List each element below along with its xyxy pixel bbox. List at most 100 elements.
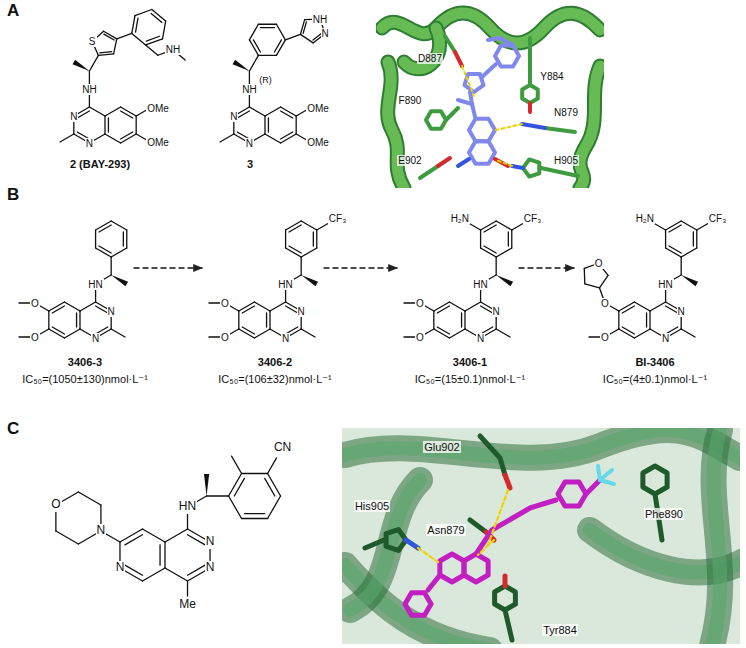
bond-line xyxy=(249,107,265,116)
bond-line xyxy=(619,329,635,338)
atom-label: N xyxy=(229,111,238,122)
bond-line xyxy=(622,327,634,334)
bond-line xyxy=(78,492,101,505)
bond-line xyxy=(508,232,509,246)
bond-line xyxy=(260,27,274,28)
bond-line xyxy=(249,55,258,71)
bond-line xyxy=(254,329,270,338)
bond-line xyxy=(289,246,301,253)
atom-label: HN xyxy=(178,500,197,513)
atom-label: O xyxy=(415,298,425,309)
residue-stick xyxy=(480,436,505,475)
bond-line xyxy=(56,531,79,544)
bond-line xyxy=(669,225,681,232)
panel-letter: B xyxy=(6,186,20,205)
bond-line xyxy=(316,230,317,248)
protein-view-c xyxy=(342,428,740,644)
ic50-value: IC₅₀=(106±32)nmol·L⁻¹ xyxy=(217,373,332,385)
bond-line xyxy=(584,268,586,283)
ligand-stick xyxy=(482,64,496,77)
wedge-bond xyxy=(73,60,90,71)
residue-stick xyxy=(522,85,538,103)
atom-label: N xyxy=(297,306,306,317)
atom-label: H₂N xyxy=(635,213,655,224)
atom-label: O xyxy=(220,332,230,343)
bond-line xyxy=(437,306,449,313)
bond-line xyxy=(132,33,146,45)
bond-line xyxy=(693,232,694,246)
residue-stick xyxy=(445,36,455,52)
atom-label: (R) xyxy=(258,76,273,86)
ligand-stick xyxy=(495,159,508,166)
bond-line xyxy=(484,246,496,253)
bond-line xyxy=(634,329,650,338)
protein-view-a xyxy=(382,13,600,188)
bond-line xyxy=(433,311,434,329)
residue-stick xyxy=(365,540,384,548)
atom-label: N xyxy=(492,306,501,317)
bond-line xyxy=(187,581,188,596)
panel-letter: A xyxy=(6,2,20,21)
bond-line xyxy=(163,21,166,39)
bond-line xyxy=(79,311,80,329)
bond-line xyxy=(165,529,188,542)
bond-line xyxy=(496,329,510,337)
residue-label: F890 xyxy=(398,95,423,106)
dashed-arrow xyxy=(324,267,397,268)
bond-line xyxy=(111,248,127,257)
residue-label: N879 xyxy=(553,107,579,118)
ligand-stick xyxy=(405,593,431,616)
bond-line xyxy=(697,223,709,230)
bond-line xyxy=(64,329,80,338)
bond-line xyxy=(646,313,647,327)
bond-line xyxy=(286,248,302,257)
bond-line xyxy=(249,40,258,56)
hydrogen-bond xyxy=(462,66,474,96)
atom-label: N xyxy=(245,138,254,149)
bond-line xyxy=(258,24,276,25)
bond-line xyxy=(121,111,133,118)
residue-stick xyxy=(523,159,539,176)
bond-line xyxy=(49,302,65,311)
helix-ribbon-edge xyxy=(388,62,404,188)
atom-label: N xyxy=(205,561,216,574)
bond-line xyxy=(496,248,512,257)
residue-stick xyxy=(512,166,523,168)
bond-line xyxy=(599,275,608,288)
ligand-stick xyxy=(598,466,600,480)
atom-label: CF₃ xyxy=(708,213,727,224)
bond-line xyxy=(242,518,268,519)
ligand-stick xyxy=(476,500,556,554)
wedge-bond xyxy=(681,275,698,286)
bond-line xyxy=(146,36,159,41)
dashed-arrow xyxy=(134,267,202,268)
bond-line xyxy=(512,223,524,230)
bond-line xyxy=(281,132,293,139)
bond-line xyxy=(484,225,496,232)
bond-line xyxy=(274,40,281,52)
helix-ribbon xyxy=(350,480,420,610)
ligand-stick xyxy=(558,482,586,506)
residue-label: Asn879 xyxy=(426,524,465,536)
bond-line xyxy=(114,39,117,54)
bond-line xyxy=(95,230,96,248)
atom-label: N xyxy=(107,306,116,317)
bond-line xyxy=(188,565,206,575)
bond-line xyxy=(258,55,276,56)
compound-label: 3406-1 xyxy=(452,356,488,368)
ligand-stick xyxy=(469,119,495,142)
atom-label: Me xyxy=(178,598,197,611)
bond-line xyxy=(117,33,132,38)
wedge-bond xyxy=(496,275,513,286)
residue-stick xyxy=(420,166,438,178)
wedge-bond xyxy=(204,474,209,496)
bond-line xyxy=(104,34,114,40)
bond-line xyxy=(461,313,462,327)
residue-label: D887 xyxy=(417,53,443,64)
bond-line xyxy=(49,329,65,338)
helix-ribbon xyxy=(345,430,740,458)
bond-line xyxy=(681,221,697,230)
residue-label: Tyr884 xyxy=(542,624,578,636)
bond-line xyxy=(281,107,297,116)
